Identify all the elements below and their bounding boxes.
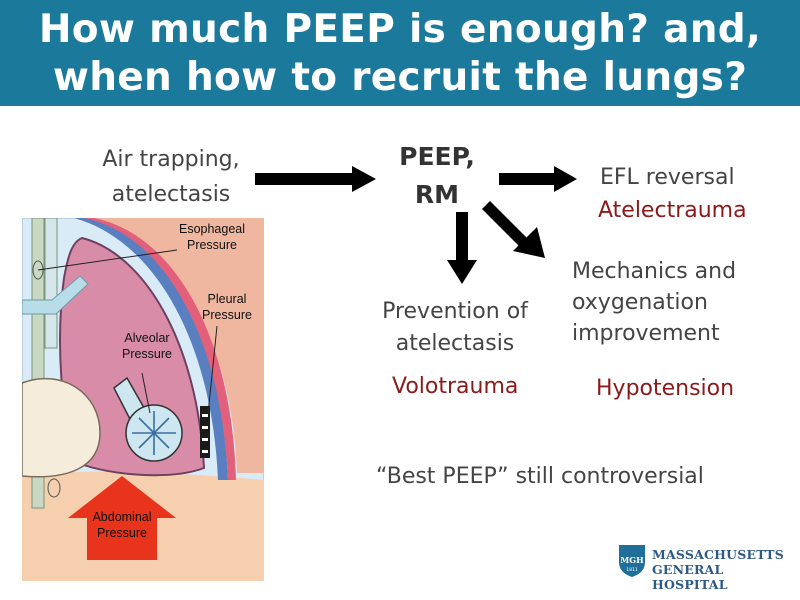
shield-text: MGH	[620, 555, 644, 565]
causes-line-2: atelectasis	[111, 182, 231, 207]
prevention-line-2: atelectasis	[395, 331, 515, 356]
arrow-to-prevention	[447, 212, 477, 284]
alveolar-pointer	[141, 372, 151, 414]
trachea-tube	[44, 218, 58, 349]
rm-label: RM	[414, 180, 460, 209]
alveolar-pressure-arrows	[132, 411, 176, 455]
abdominal-label-1: Abdominal	[92, 510, 151, 524]
abdominal-label-2: Pressure	[97, 526, 147, 540]
mechanics-line-2: oxygenation	[572, 290, 708, 315]
pleural-space	[74, 218, 228, 480]
thorax-pressure-diagram: Esophageal Pressure Pleural Pressure Alv…	[22, 218, 264, 581]
causes-line-1: Air trapping,	[102, 147, 240, 172]
prevention-line-1: Prevention of	[382, 299, 528, 324]
pleural-transducer	[200, 406, 210, 458]
arrow-to-peep	[255, 166, 376, 192]
peep-label: PEEP,	[399, 142, 475, 171]
title-bar: How much PEEP is enough? and, when how t…	[0, 0, 800, 106]
esophageal-label-2: Pressure	[187, 238, 237, 252]
esophageal-label-1: Esophageal	[179, 222, 245, 236]
pleural-label-2: Pressure	[202, 308, 252, 322]
efl-reversal-label: EFL reversal	[600, 165, 735, 190]
mechanics-line-3: improvement	[572, 321, 720, 346]
esophageal-balloon-upper	[32, 260, 44, 280]
esophageal-balloon-lower	[47, 478, 61, 498]
footnote: “Best PEEP” still controversial	[376, 464, 704, 489]
hypotension-label: Hypotension	[596, 376, 735, 401]
logo-line-2: GENERAL HOSPITAL	[652, 562, 728, 592]
transducer-marks	[202, 414, 208, 453]
atelectrauma-label: Atelectrauma	[598, 198, 747, 223]
alveolar-label-2: Pressure	[122, 347, 172, 361]
pleural-label-1: Pleural	[208, 292, 247, 306]
title-line-1: How much PEEP is enough? and,	[38, 7, 762, 52]
shield-year: 1811	[626, 567, 638, 573]
chest-wall	[92, 218, 264, 473]
mechanics-line-1: Mechanics and	[572, 259, 737, 284]
pleural-pointer	[207, 325, 218, 415]
abdominal-pressure-arrow	[68, 476, 176, 560]
arrow-to-efl	[499, 166, 577, 192]
pleural-layer	[84, 218, 236, 480]
bronchus	[22, 275, 89, 315]
alveolar-label-1: Alveolar	[124, 331, 169, 345]
heart-shape	[22, 377, 101, 478]
logo-line-1: MASSACHUSETTS	[652, 547, 785, 562]
mgh-shield-logo: MGH 1811	[619, 545, 645, 577]
title-line-2: when how to recruit the lungs?	[52, 55, 748, 100]
volotrauma-label: Volotrauma	[392, 374, 519, 399]
esophageal-pointer	[37, 249, 178, 271]
arrow-to-mechanics	[482, 201, 545, 258]
